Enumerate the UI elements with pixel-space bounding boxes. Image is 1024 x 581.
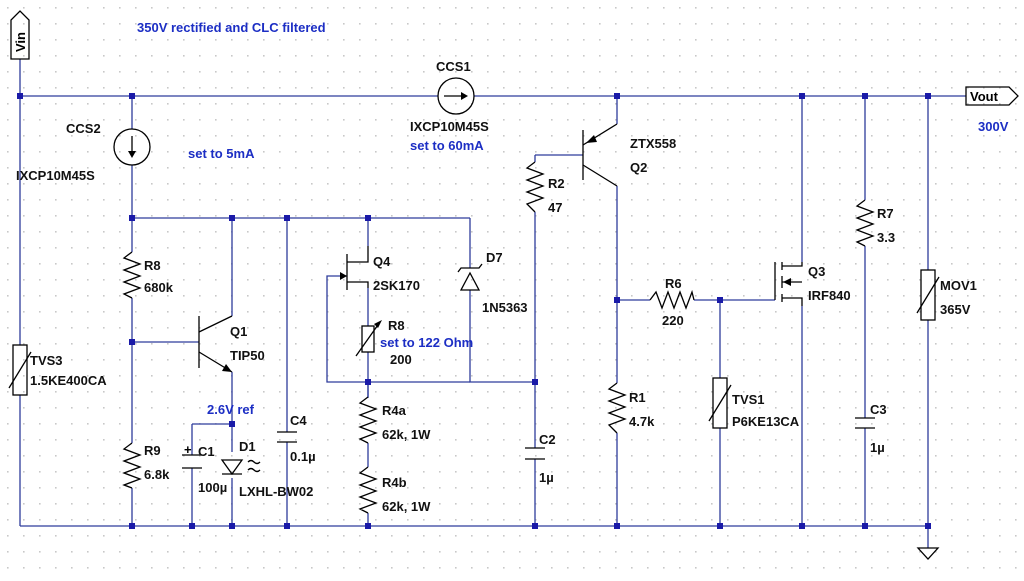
reference-note: 2.6V ref (207, 402, 255, 417)
r2-value: 47 (548, 200, 562, 215)
r9-value: 6.8k (144, 467, 170, 482)
mov1-symbol (916, 269, 940, 321)
tvs3-symbol (8, 344, 32, 396)
r2-resistor (525, 161, 545, 213)
ccs2-setting-note: set to 5mA (188, 146, 255, 161)
c2-value: 1µ (539, 470, 554, 485)
r2-ref: R2 (548, 176, 565, 191)
c4-ref: C4 (290, 413, 307, 428)
r4a-value: 62k, 1W (382, 427, 431, 442)
junction-dots (17, 93, 931, 529)
q2-value: ZTX558 (630, 136, 676, 151)
input-note: 350V rectified and CLC filtered (137, 20, 326, 35)
q3-ref: Q3 (808, 264, 825, 279)
vout-value-note: 300V (978, 119, 1009, 134)
r6-value: 220 (662, 313, 684, 328)
d1-ref: D1 (239, 439, 256, 454)
mov1-value: 365V (940, 302, 971, 317)
c3-capacitor (855, 417, 875, 429)
q4-jfet (340, 246, 369, 290)
r7-value: 3.3 (877, 230, 895, 245)
r6-resistor (649, 289, 695, 310)
r4a-ref: R4a (382, 403, 407, 418)
r1-resistor (607, 382, 627, 434)
r8-pot-ref: R8 (388, 318, 405, 333)
mov1-ref: MOV1 (940, 278, 977, 293)
q3-value: IRF840 (808, 288, 851, 303)
ccs1-symbol (437, 77, 475, 115)
vout-port: Vout (965, 86, 1019, 106)
c1-capacitor: + (182, 442, 202, 469)
c2-ref: C2 (539, 432, 556, 447)
r6-ref: R6 (665, 276, 682, 291)
r8-setting-note: set to 122 Ohm (380, 335, 473, 350)
r9-resistor (122, 442, 142, 489)
c1-ref: C1 (198, 444, 215, 459)
r7-resistor (855, 199, 875, 247)
q4-ref: Q4 (373, 254, 391, 269)
ccs1-value: IXCP10M45S (410, 119, 489, 134)
c3-value: 1µ (870, 440, 885, 455)
r1-ref: R1 (629, 390, 646, 405)
r8-value: 680k (144, 280, 174, 295)
ccs2-ref: CCS2 (66, 121, 101, 136)
vout-label: Vout (970, 89, 999, 104)
tvs1-symbol (708, 377, 732, 429)
tvs3-ref: TVS3 (30, 353, 63, 368)
c3-ref: C3 (870, 402, 887, 417)
q4-value: 2SK170 (373, 278, 420, 293)
vin-label: Vin (13, 32, 28, 52)
d7-ref: D7 (486, 250, 503, 265)
tvs3-value: 1.5KE400CA (30, 373, 107, 388)
ccs2-symbol (113, 128, 151, 166)
tvs1-value: P6KE13CA (732, 414, 800, 429)
q1-transistor (198, 315, 233, 373)
q1-value: TIP50 (230, 348, 265, 363)
d7-zener (457, 263, 483, 291)
r4b-value: 62k, 1W (382, 499, 431, 514)
r8-ref: R8 (144, 258, 161, 273)
r8-pot-value: 200 (390, 352, 412, 367)
r4b-ref: R4b (382, 475, 407, 490)
d1-led (220, 459, 261, 476)
r7-ref: R7 (877, 206, 894, 221)
r4a-resistor (358, 396, 378, 444)
q3-mosfet (774, 262, 803, 306)
r1-value: 4.7k (629, 414, 655, 429)
q1-ref: Q1 (230, 324, 247, 339)
ccs2-value: IXCP10M45S (16, 168, 95, 183)
tvs1-ref: TVS1 (732, 392, 765, 407)
d1-value: LXHL-BW02 (239, 484, 313, 499)
svg-text:+: + (184, 442, 192, 457)
c2-capacitor (525, 447, 545, 460)
ccs1-setting-note: set to 60mA (410, 138, 484, 153)
ground-symbol (916, 547, 940, 560)
c4-capacitor (277, 431, 297, 443)
q2-transistor (582, 123, 618, 187)
c1-value: 100µ (198, 480, 227, 495)
q2-ref: Q2 (630, 160, 647, 175)
r9-ref: R9 (144, 443, 161, 458)
c4-value: 0.1µ (290, 449, 316, 464)
r8-potentiometer (355, 320, 382, 357)
ccs1-ref: CCS1 (436, 59, 471, 74)
vin-port: Vin (10, 10, 30, 60)
d7-value: 1N5363 (482, 300, 528, 315)
r8-resistor (122, 251, 142, 299)
r4b-resistor (358, 466, 378, 514)
